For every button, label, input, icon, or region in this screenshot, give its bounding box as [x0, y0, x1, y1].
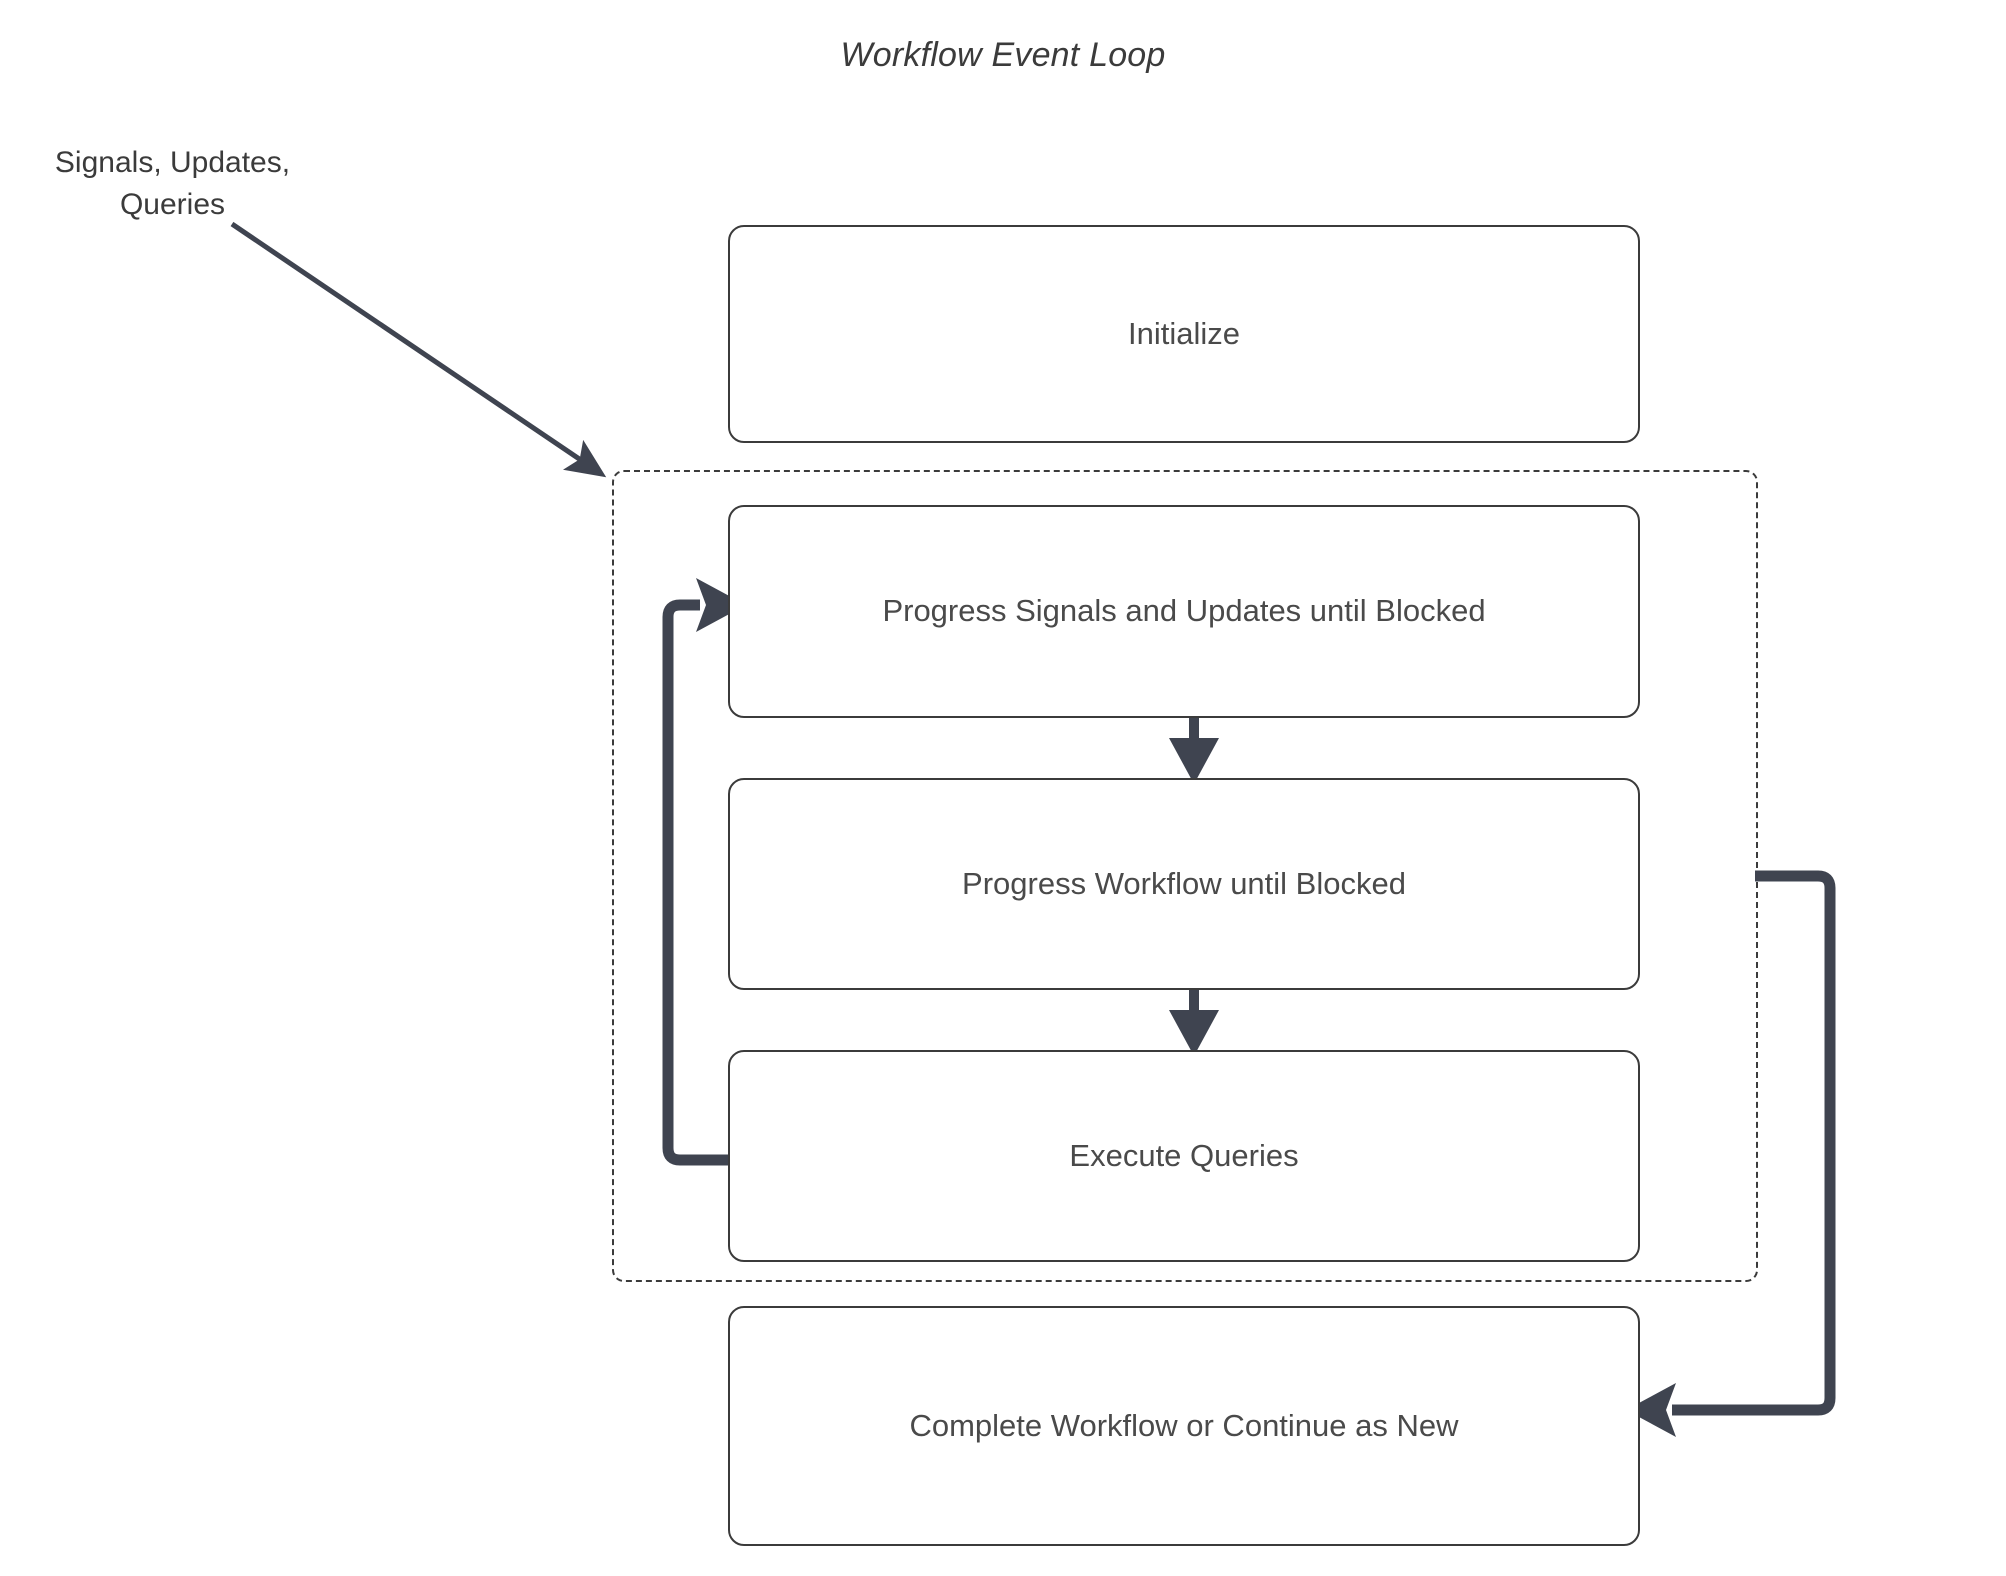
node-progress-workflow[interactable]: Progress Workflow until Blocked — [728, 778, 1640, 990]
node-progress-signals-updates[interactable]: Progress Signals and Updates until Block… — [728, 505, 1640, 718]
node-complete-workflow-label: Complete Workflow or Continue as New — [909, 1407, 1459, 1443]
diagram-title: Workflow Event Loop — [840, 36, 1166, 74]
node-execute-queries-label: Execute Queries — [1069, 1137, 1299, 1173]
node-execute-queries[interactable]: Execute Queries — [728, 1050, 1640, 1262]
external-input-label: Signals, Updates, Queries — [54, 146, 291, 221]
node-initialize[interactable]: Initialize — [728, 225, 1640, 443]
node-initialize-label: Initialize — [1128, 315, 1240, 351]
node-complete-workflow[interactable]: Complete Workflow or Continue as New — [728, 1306, 1640, 1546]
node-progress-workflow-label: Progress Workflow until Blocked — [962, 865, 1406, 901]
external-input-arrow — [230, 221, 607, 478]
node-progress-signals-updates-label: Progress Signals and Updates until Block… — [882, 593, 1486, 629]
